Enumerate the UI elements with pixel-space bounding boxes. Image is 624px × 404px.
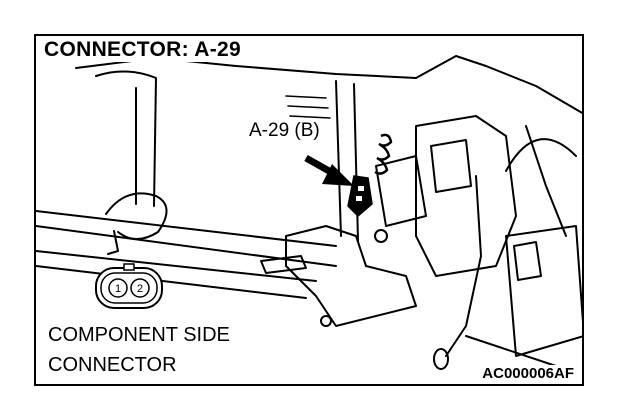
diagram-title: CONNECTOR: A-29 [44,38,246,62]
wire-end-plug [433,348,449,370]
component-label-line-2: CONNECTOR [48,354,177,376]
vertical-strut [335,80,359,242]
bracket-hole [374,229,388,243]
body-panel-edge [75,55,582,114]
pin-label-1: 1 [115,283,121,295]
component-side-connector-label: COMPONENT SIDE CONNECTOR [48,320,236,380]
connector-pin-2 [130,278,150,298]
bracket-bolt [320,315,332,327]
component-side-connector: 1 2 [95,263,163,309]
mounting-bracket [285,225,417,327]
harness-clip-loop [105,192,168,240]
hose [525,125,567,237]
diagonal-brace [465,335,557,367]
hatch-lines [285,95,331,119]
harness-wire [445,175,482,357]
housing-window [430,139,472,193]
connector-a29-b [347,133,393,218]
component-label-line-1: COMPONENT SIDE [48,324,230,346]
pin-label-2: 2 [137,283,143,295]
engine-bay-illustration: 1 2 [36,55,582,370]
connector-callout-label: A-29 (B) [246,120,323,142]
connector-pin-1 [108,278,128,298]
mounting-clip [260,255,307,274]
lower-rail [36,250,317,299]
lower-structure [505,225,582,357]
upper-harness [505,138,577,172]
clip-tab [107,230,119,255]
housing-face [375,155,427,227]
panel-fold [95,70,157,207]
diagram-frame: 1 2 CONNECTOR: A-29 A-29 (B) COMPONENT S… [34,34,584,386]
figure-code: AC000006AF [480,365,576,382]
callout-arrow [304,154,354,186]
lower-window [513,241,542,281]
